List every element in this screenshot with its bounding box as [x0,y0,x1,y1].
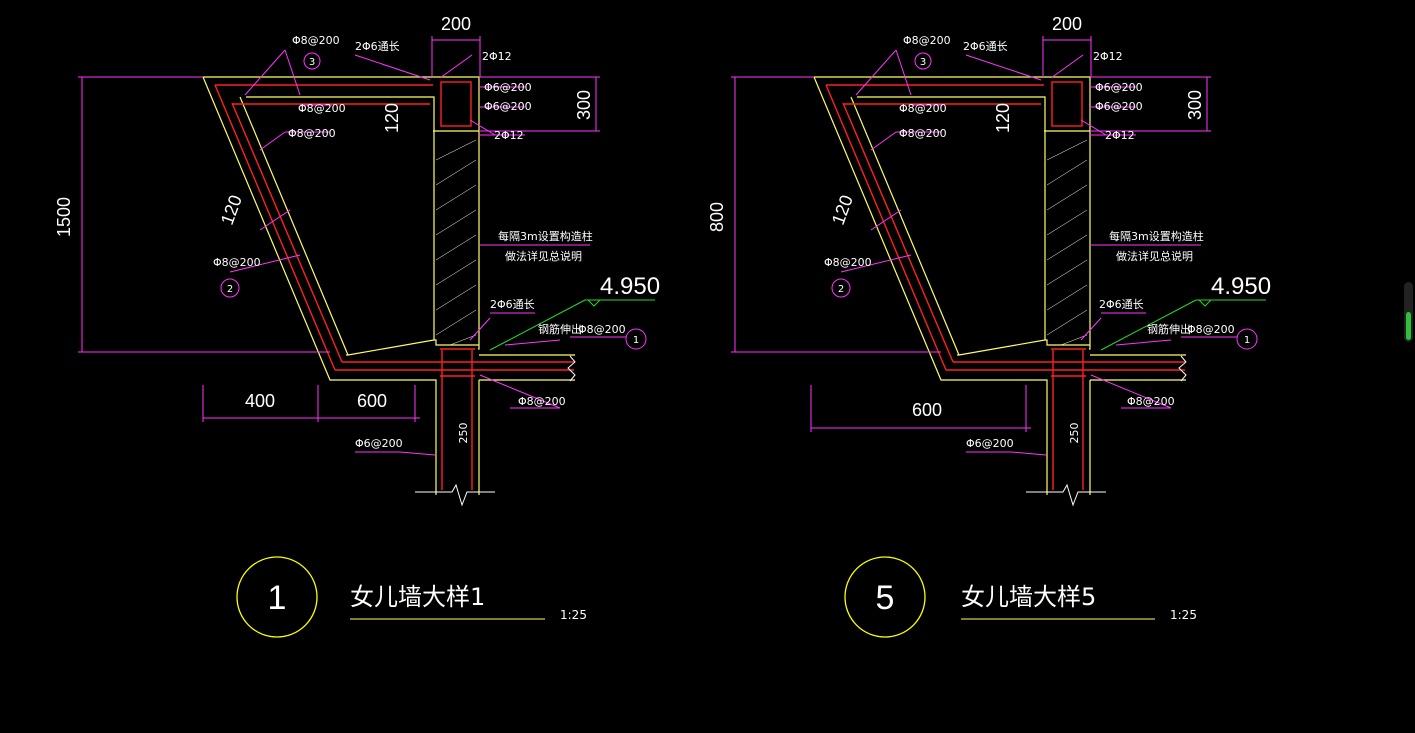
dim-col-width: 200 [1052,14,1082,34]
label-slope-rebar: Φ8@200 [824,256,872,269]
marker-1 [625,328,647,350]
label-stirrup-b: Φ6@200 [1095,100,1143,113]
label-bar-bottom: 2Φ12 [494,129,524,142]
label-top-rebar: Φ8@200 [903,34,951,47]
dim-top-depth: 300 [574,90,594,120]
label-through-bars2: 2Φ6通长 [490,298,535,311]
label-stirrup-a: Φ6@200 [1095,81,1143,94]
label-bar-top: 2Φ12 [482,50,512,63]
label-slope-rebar: Φ8@200 [213,256,261,269]
label-bar-top: 2Φ12 [1093,50,1123,63]
dim-height: 800 [707,202,727,232]
title-scale: 1:25 [560,608,587,622]
marker-3 [303,52,321,70]
title-circle [844,556,926,638]
title-scale: 1:25 [1170,608,1197,622]
label-floor-rebar: Φ8@200 [1187,323,1235,336]
scrollbar-thumb[interactable] [1406,312,1411,340]
rebar-lines [214,81,574,490]
rebar-lines [825,81,1185,490]
title-circle [236,556,318,638]
label-floor-rebar: Φ8@200 [578,323,626,336]
dim-bottom-1: 600 [912,400,942,420]
marker-3-text: 3 [920,57,926,68]
label-note-1: 每隔3m设置构造柱 [498,229,593,243]
marker-2-text: 2 [227,284,233,295]
marker-1 [1236,328,1258,350]
elevation-mark [1100,299,1266,351]
label-through-bars2: 2Φ6通长 [1099,298,1144,311]
dim-col-thk: 250 [457,423,470,444]
dim-col-thk: 250 [1068,423,1081,444]
label-top-rebar: Φ8@200 [292,34,340,47]
label-rebar-extend: 钢筋伸出 [1147,322,1191,336]
detail-5: 4.950 800 200 300 120 120 600 250 Φ8@200… [707,14,1271,638]
marker-2 [831,278,851,298]
dim-slab-thk: 120 [382,103,402,133]
marker-2-text: 2 [838,284,844,295]
dim-slope-thk: 120 [217,192,246,227]
dim-bottom-2: 600 [357,391,387,411]
marker-1-text: 1 [1244,335,1250,346]
label-slab-rebar1: Φ8@200 [298,102,346,115]
dim-height: 1500 [54,197,74,237]
dim-col-width: 200 [441,14,471,34]
label-note-2: 做法详见总说明 [1116,249,1193,263]
label-note-1: 每隔3m设置构造柱 [1109,229,1204,243]
detail-1: 4.950 1500 200 300 120 120 400 600 250 Φ… [54,14,660,638]
break-lines [415,355,576,507]
dim-slab-thk: 120 [993,103,1013,133]
wall-hatch [435,139,477,346]
break-lines [1026,355,1187,507]
marker-2 [220,278,240,298]
label-stirrup-a: Φ6@200 [484,81,532,94]
dim-bottom-1: 400 [245,391,275,411]
label-slab-rebar2: Φ8@200 [899,127,947,140]
label-col-rebar: Φ6@200 [966,437,1014,450]
title-name: 女儿墙大样5 [961,583,1096,611]
label-stirrup-b: Φ6@200 [484,100,532,113]
title-number: 1 [268,579,287,617]
label-floor-rebar2: Φ8@200 [1127,395,1175,408]
label-slab-rebar1: Φ8@200 [899,102,947,115]
dim-slope-thk: 120 [828,192,857,227]
dim-top-depth: 300 [1185,90,1205,120]
label-col-rebar: Φ6@200 [355,437,403,450]
label-floor-rebar2: Φ8@200 [518,395,566,408]
marker-3-text: 3 [309,57,315,68]
label-through-bars: 2Φ6通长 [963,40,1008,53]
label-rebar-extend: 钢筋伸出 [538,322,582,336]
marker-1-text: 1 [633,335,639,346]
elevation-value: 4.950 [600,273,660,300]
elevation-mark [489,299,655,351]
label-bar-bottom: 2Φ12 [1105,129,1135,142]
dimension-lines [731,36,1237,456]
title-name: 女儿墙大样1 [350,583,485,611]
label-slab-rebar2: Φ8@200 [288,127,336,140]
elevation-value: 4.950 [1211,273,1271,300]
wall-hatch [1046,139,1088,346]
dimension-lines [78,36,626,456]
label-through-bars: 2Φ6通长 [355,40,400,53]
label-note-2: 做法详见总说明 [505,249,582,263]
marker-3 [914,52,932,70]
title-number: 5 [876,579,895,617]
